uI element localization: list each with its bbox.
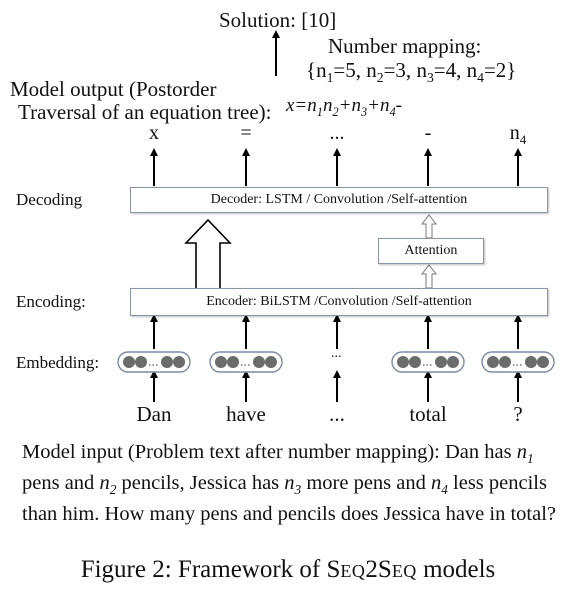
attention-to-decoder-arrow bbox=[420, 214, 438, 239]
output-token: x bbox=[149, 122, 159, 144]
equation-variable: n2 bbox=[322, 95, 339, 119]
model-input-segment: more pens and bbox=[301, 472, 431, 495]
input-token: total bbox=[409, 402, 447, 426]
equation-prefix: x= bbox=[286, 95, 308, 116]
mapping-value: =5, bbox=[333, 58, 367, 82]
mapping-value: =3, bbox=[383, 58, 417, 82]
solution-text: Solution: [10] bbox=[219, 8, 337, 32]
mapping-open-brace: { bbox=[306, 58, 317, 82]
equation-operator: - bbox=[395, 95, 402, 116]
mapping-value: =2} bbox=[483, 58, 517, 82]
equation: x=n1n2+n3+n4- bbox=[286, 95, 402, 120]
decoding-label: Decoding bbox=[16, 190, 83, 209]
attention-box: Attention bbox=[378, 238, 484, 264]
encoder-box: Encoder: BiLSTM /Convolution /Self-atten… bbox=[130, 288, 548, 316]
model-input-text: Model input (Problem text after number m… bbox=[22, 440, 562, 526]
encoding-label: Encoding: bbox=[16, 292, 86, 311]
equation-variable: n3 bbox=[351, 95, 368, 119]
model-input-segment: Model input (Problem text after number m… bbox=[22, 441, 517, 463]
input-token: have bbox=[226, 402, 266, 426]
figure-caption: Figure 2: Framework of SEQ2SEQ models bbox=[80, 556, 496, 583]
mapping-var: n4 bbox=[466, 58, 484, 86]
embedding-vector bbox=[481, 351, 555, 373]
model-output-line1: Model output (Postorder bbox=[10, 77, 217, 101]
input-token: Dan bbox=[136, 402, 172, 426]
model-output-line2: Traversal of an equation tree): bbox=[18, 100, 272, 124]
output-token: n4 bbox=[509, 122, 527, 147]
mapping-items: n1=5, n2=3, n3=4, n4=2} bbox=[316, 58, 517, 86]
number-mapping-title: Number mapping: bbox=[328, 34, 482, 58]
input-to-embedding-arrows bbox=[150, 370, 522, 402]
decoder-box: Decoder: LSTM / Convolution /Self-attent… bbox=[130, 187, 548, 213]
model-input-segment: pencils, Jessica has bbox=[116, 472, 285, 495]
mapping-var: n1 bbox=[316, 58, 334, 86]
equation-variable: n1 bbox=[307, 95, 323, 119]
embedding-vector bbox=[209, 351, 283, 373]
mapping-value: =4, bbox=[433, 58, 467, 82]
decoder-output-arrows bbox=[150, 148, 522, 186]
output-token: - bbox=[424, 122, 432, 144]
embedding-vector bbox=[391, 351, 465, 373]
mapping-var: n3 bbox=[416, 58, 434, 86]
model-input-variable: n1 bbox=[516, 441, 534, 467]
output-token: ... bbox=[329, 122, 345, 144]
encoder-to-decoder-arrow bbox=[184, 218, 232, 291]
model-input-segment: less pencils than him. How many pens and… bbox=[22, 472, 557, 526]
model-input-segment: pens and bbox=[22, 472, 100, 495]
model-input-variable: n4 bbox=[431, 472, 448, 498]
embedding-label: Embedding: bbox=[16, 353, 100, 372]
input-token: ... bbox=[329, 402, 345, 426]
input-token: ? bbox=[513, 402, 523, 426]
embedding-ellipsis: ... bbox=[331, 346, 342, 361]
embedding-vector bbox=[117, 351, 191, 373]
equation-variable: n4 bbox=[379, 95, 396, 119]
model-input-variable: n2 bbox=[99, 472, 117, 498]
equation-operator: + bbox=[367, 95, 380, 116]
equation-parts: n1n2+n3+n4- bbox=[307, 95, 402, 119]
encoder-to-attention-arrow bbox=[420, 264, 438, 289]
equation-operator: + bbox=[338, 95, 352, 116]
number-mapping-values: {n1=5, n2=3, n3=4, n4=2} bbox=[306, 58, 516, 86]
mapping-var: n2 bbox=[366, 58, 384, 86]
model-input-variable: n3 bbox=[284, 472, 302, 498]
output-token: = bbox=[240, 122, 252, 144]
embedding-vectors bbox=[117, 351, 555, 373]
embedding-to-encoder-arrows bbox=[150, 314, 522, 349]
